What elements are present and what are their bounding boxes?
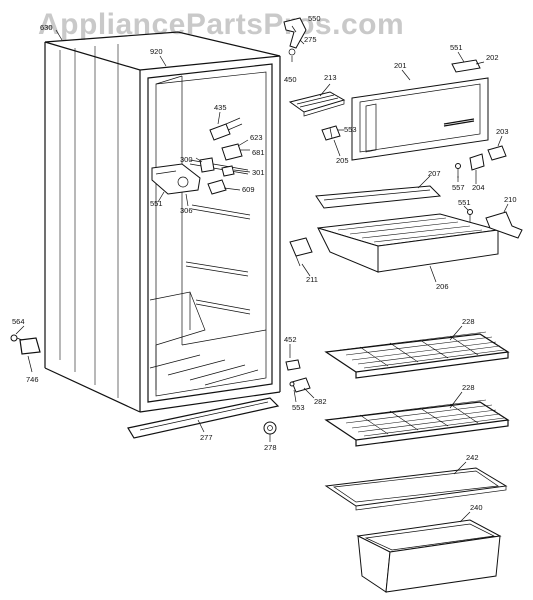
handle-202 <box>451 59 481 73</box>
part-label-553-door: 553 <box>344 125 357 134</box>
part-label-564: 564 <box>12 317 25 326</box>
part-label-435: 435 <box>214 103 227 112</box>
wire-shelf-228-upper <box>324 331 510 379</box>
part-label-228-lower: 228 <box>462 383 475 392</box>
switch-623 <box>221 143 243 161</box>
part-label-301: 301 <box>252 168 265 177</box>
wire-shelf-228-lower <box>324 399 510 447</box>
part-label-551-cabinet: 551 <box>150 199 163 208</box>
light-socket-435 <box>209 117 243 141</box>
part-label-553-shelf: 553 <box>292 403 305 412</box>
part-label-228-upper: 228 <box>462 317 475 326</box>
door-bracket-205 <box>321 125 341 141</box>
part-label-207: 207 <box>428 169 441 178</box>
part-label-278: 278 <box>264 443 277 452</box>
part-label-550: 550 <box>308 14 321 23</box>
foot-278 <box>263 421 277 435</box>
part-label-242: 242 <box>466 453 479 462</box>
shelf-bracket-282 <box>285 359 311 393</box>
part-label-204: 204 <box>472 183 485 192</box>
part-label-557: 557 <box>452 183 465 192</box>
part-label-213: 213 <box>324 73 337 82</box>
part-label-920: 920 <box>150 47 163 56</box>
part-label-205: 205 <box>336 156 349 165</box>
rail-210 <box>467 209 523 239</box>
rail-211 <box>289 237 313 267</box>
part-label-551-door: 551 <box>450 43 463 52</box>
part-label-450: 450 <box>284 75 297 84</box>
crisper-pan-240 <box>356 519 502 593</box>
hinge-parts-203-204 <box>455 145 507 178</box>
thermostat-control <box>151 163 201 195</box>
leader-lines <box>15 25 509 523</box>
cabinet-body <box>44 31 281 413</box>
relay-300 <box>199 157 215 173</box>
part-301-609 <box>207 165 235 195</box>
leveling-leg-746 <box>10 334 41 355</box>
watermark-logo: AppliancePartsPros.com <box>38 8 405 41</box>
part-label-282: 282 <box>314 397 327 406</box>
part-label-203: 203 <box>496 127 509 136</box>
top-hinge <box>283 17 307 56</box>
part-label-277: 277 <box>200 433 213 442</box>
part-label-551-rail: 551 <box>458 198 471 207</box>
part-label-201: 201 <box>394 61 407 70</box>
freezer-door-201 <box>351 77 489 161</box>
part-label-206: 206 <box>436 282 449 291</box>
part-label-609: 609 <box>242 185 255 194</box>
part-label-306: 306 <box>180 206 193 215</box>
ice-tray-213 <box>288 91 346 117</box>
part-label-275: 275 <box>304 35 317 44</box>
part-label-630: 630 <box>40 23 53 32</box>
part-label-452: 452 <box>284 335 297 344</box>
part-label-300: 300 <box>180 155 193 164</box>
part-label-240: 240 <box>470 503 483 512</box>
part-label-211: 211 <box>306 275 318 284</box>
part-label-681: 681 <box>252 148 265 157</box>
base-strip-277 <box>127 397 280 439</box>
part-label-746: 746 <box>26 375 39 384</box>
part-label-623: 623 <box>250 133 263 142</box>
part-label-202: 202 <box>486 53 499 62</box>
meat-drawer-206 <box>317 213 499 273</box>
tray-cover-207 <box>315 185 442 209</box>
part-label-210: 210 <box>504 195 517 204</box>
glass-shelf-242 <box>324 467 508 511</box>
